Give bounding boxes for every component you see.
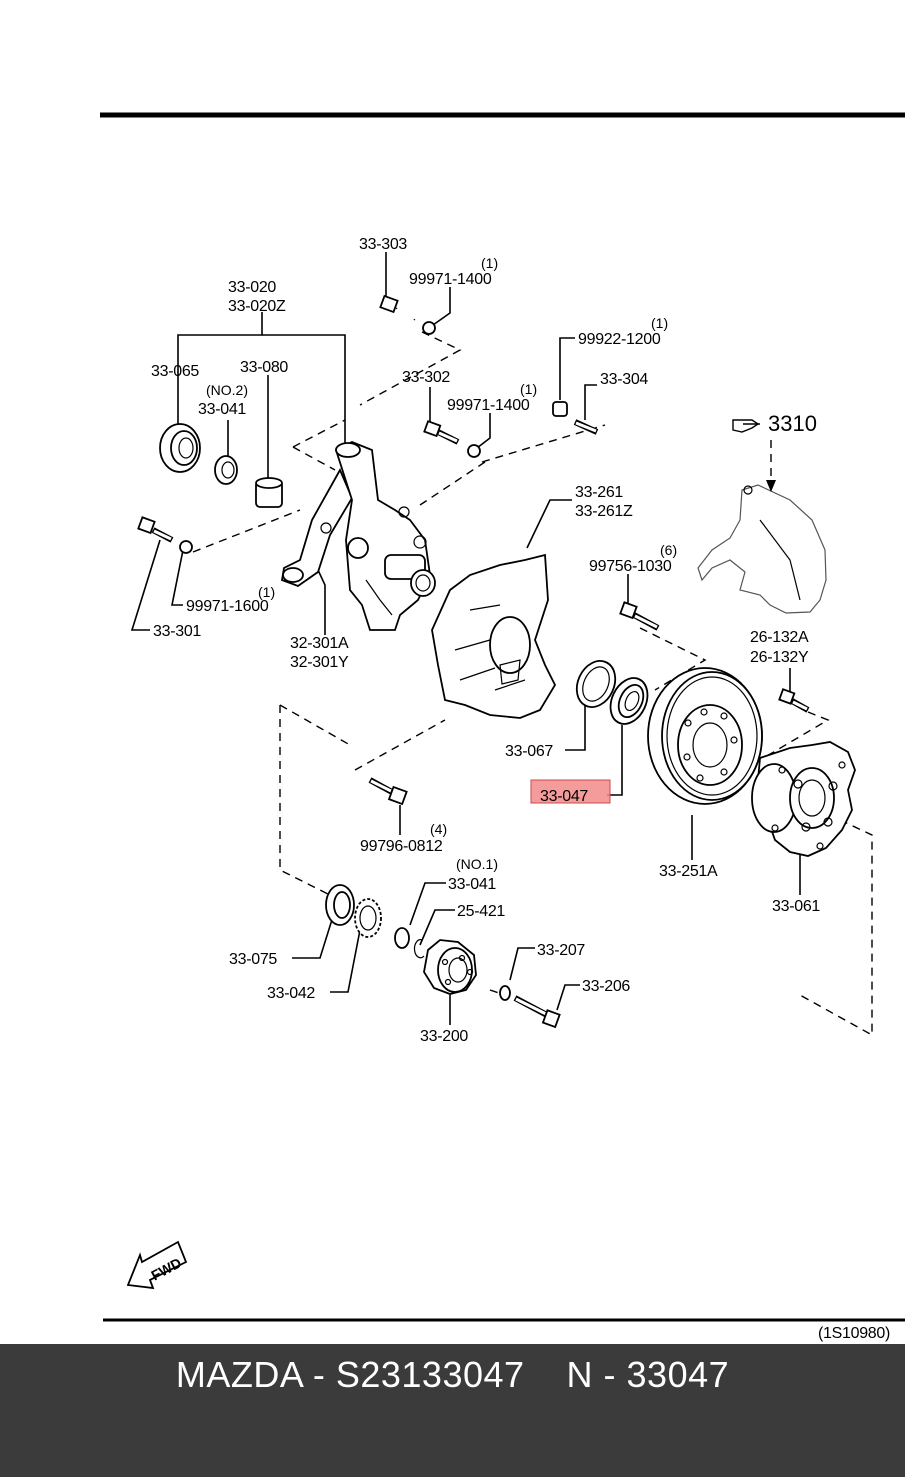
bearing-33-047	[609, 677, 649, 725]
leader-lines	[130, 252, 801, 1025]
label-99796-0812: 99796-0812	[360, 838, 443, 855]
hub-33-061	[751, 741, 856, 857]
dust-shield-33-261	[431, 553, 557, 719]
label-32-301a: 32-301A	[290, 635, 349, 652]
label-26-132a: 26-132A	[750, 629, 809, 646]
washer-33-041-no1	[394, 927, 410, 949]
label-q1-b: (1)	[651, 315, 668, 331]
label-33-302: 33-302	[402, 369, 450, 386]
bolt-33-206	[513, 995, 561, 1029]
label-no2: (NO.2)	[206, 382, 248, 398]
part-labels: 33-303 (1) 99971-1400 33-020 33-020Z (1)…	[151, 236, 890, 1342]
label-33-200: 33-200	[420, 1028, 468, 1045]
snap-ring-25-421	[413, 939, 425, 959]
label-33-020: 33-020	[228, 279, 276, 296]
label-33-061: 33-061	[772, 898, 820, 915]
parts-diagram: FWD 33-303 (1) 99971-1400 33-020 33-020Z…	[100, 112, 905, 1342]
nut-99971-1400-b	[467, 444, 481, 458]
label-99971-1600: 99971-1600	[186, 598, 269, 615]
label-33-041-b: 33-041	[448, 876, 496, 893]
footer-part-number: MAZDA - S23133047 N - 33047	[175, 1354, 730, 1395]
bushing-33-080	[255, 477, 283, 508]
label-q4: (4)	[430, 821, 447, 837]
label-33-020z: 33-020Z	[228, 298, 286, 315]
label-33-067: 33-067	[505, 743, 553, 760]
label-33-042: 33-042	[267, 985, 315, 1002]
label-99971-1400-b: 99971-1400	[447, 397, 530, 414]
label-99922-1200: 99922-1200	[578, 331, 661, 348]
knuckle-arm-32-301a	[280, 467, 354, 588]
steering-knuckle	[334, 441, 436, 631]
brake-disc-33-251a	[647, 667, 763, 805]
free-wheel-hub-33-200	[423, 939, 477, 995]
label-33-207: 33-207	[537, 942, 585, 959]
drive-shaft-housing-3310	[697, 484, 827, 614]
label-33-075: 33-075	[229, 951, 277, 968]
label-3310: 3310	[768, 411, 817, 436]
seal-33-067	[575, 660, 617, 708]
label-33-304: 33-304	[600, 371, 648, 388]
label-26-132y: 26-132Y	[750, 649, 809, 666]
seal-33-065	[159, 423, 201, 473]
label-q1-c: (1)	[520, 381, 537, 397]
label-33-261: 33-261	[575, 484, 623, 501]
pointing-hand-icon	[732, 419, 760, 433]
fwd-arrow-icon: FWD	[126, 1240, 188, 1290]
label-33-251a: 33-251A	[659, 863, 718, 880]
label-ref-code: (1S10980)	[818, 1325, 890, 1342]
bolt-33-302	[423, 420, 460, 445]
label-33-047: 33-047	[540, 788, 588, 805]
label-q1-d: (1)	[258, 584, 275, 600]
label-33-041-a: 33-041	[198, 401, 246, 418]
bearing-33-075	[325, 884, 355, 926]
label-33-206: 33-206	[582, 978, 630, 995]
bolt-33-301	[137, 516, 174, 543]
label-33-080: 33-080	[240, 359, 288, 376]
arrow-head-3310	[766, 480, 776, 492]
label-99971-1400-a: 99971-1400	[409, 271, 492, 288]
label-33-303: 33-303	[359, 236, 407, 253]
bolt-33-304	[573, 419, 599, 435]
highlight-box-33-047	[530, 779, 611, 804]
washer-33-207	[499, 985, 511, 1001]
nut-99971-1600	[179, 540, 193, 554]
nut-99971-1400-a	[422, 321, 436, 335]
label-q1-a: (1)	[481, 255, 498, 271]
bolt-33-303	[379, 294, 416, 321]
ring-33-042	[354, 898, 382, 938]
label-no1: (NO.1)	[456, 856, 498, 872]
nut-99922-1200	[552, 401, 568, 417]
label-25-421: 25-421	[457, 903, 505, 920]
bolt-99756-1030	[619, 601, 660, 631]
label-33-301: 33-301	[153, 623, 201, 640]
label-33-065: 33-065	[151, 363, 199, 380]
assembly-dashed-lines	[192, 331, 873, 1037]
bolt-26-132a	[778, 688, 810, 713]
label-33-261z: 33-261Z	[575, 503, 633, 520]
label-q6: (6)	[660, 542, 677, 558]
bearing-33-041-no2	[214, 455, 238, 485]
footer-bar: MAZDA - S23133047 N - 33047	[0, 1344, 905, 1477]
label-32-301y: 32-301Y	[290, 654, 349, 671]
bolt-99796-0812	[368, 777, 408, 806]
label-99756-1030: 99756-1030	[589, 558, 672, 575]
